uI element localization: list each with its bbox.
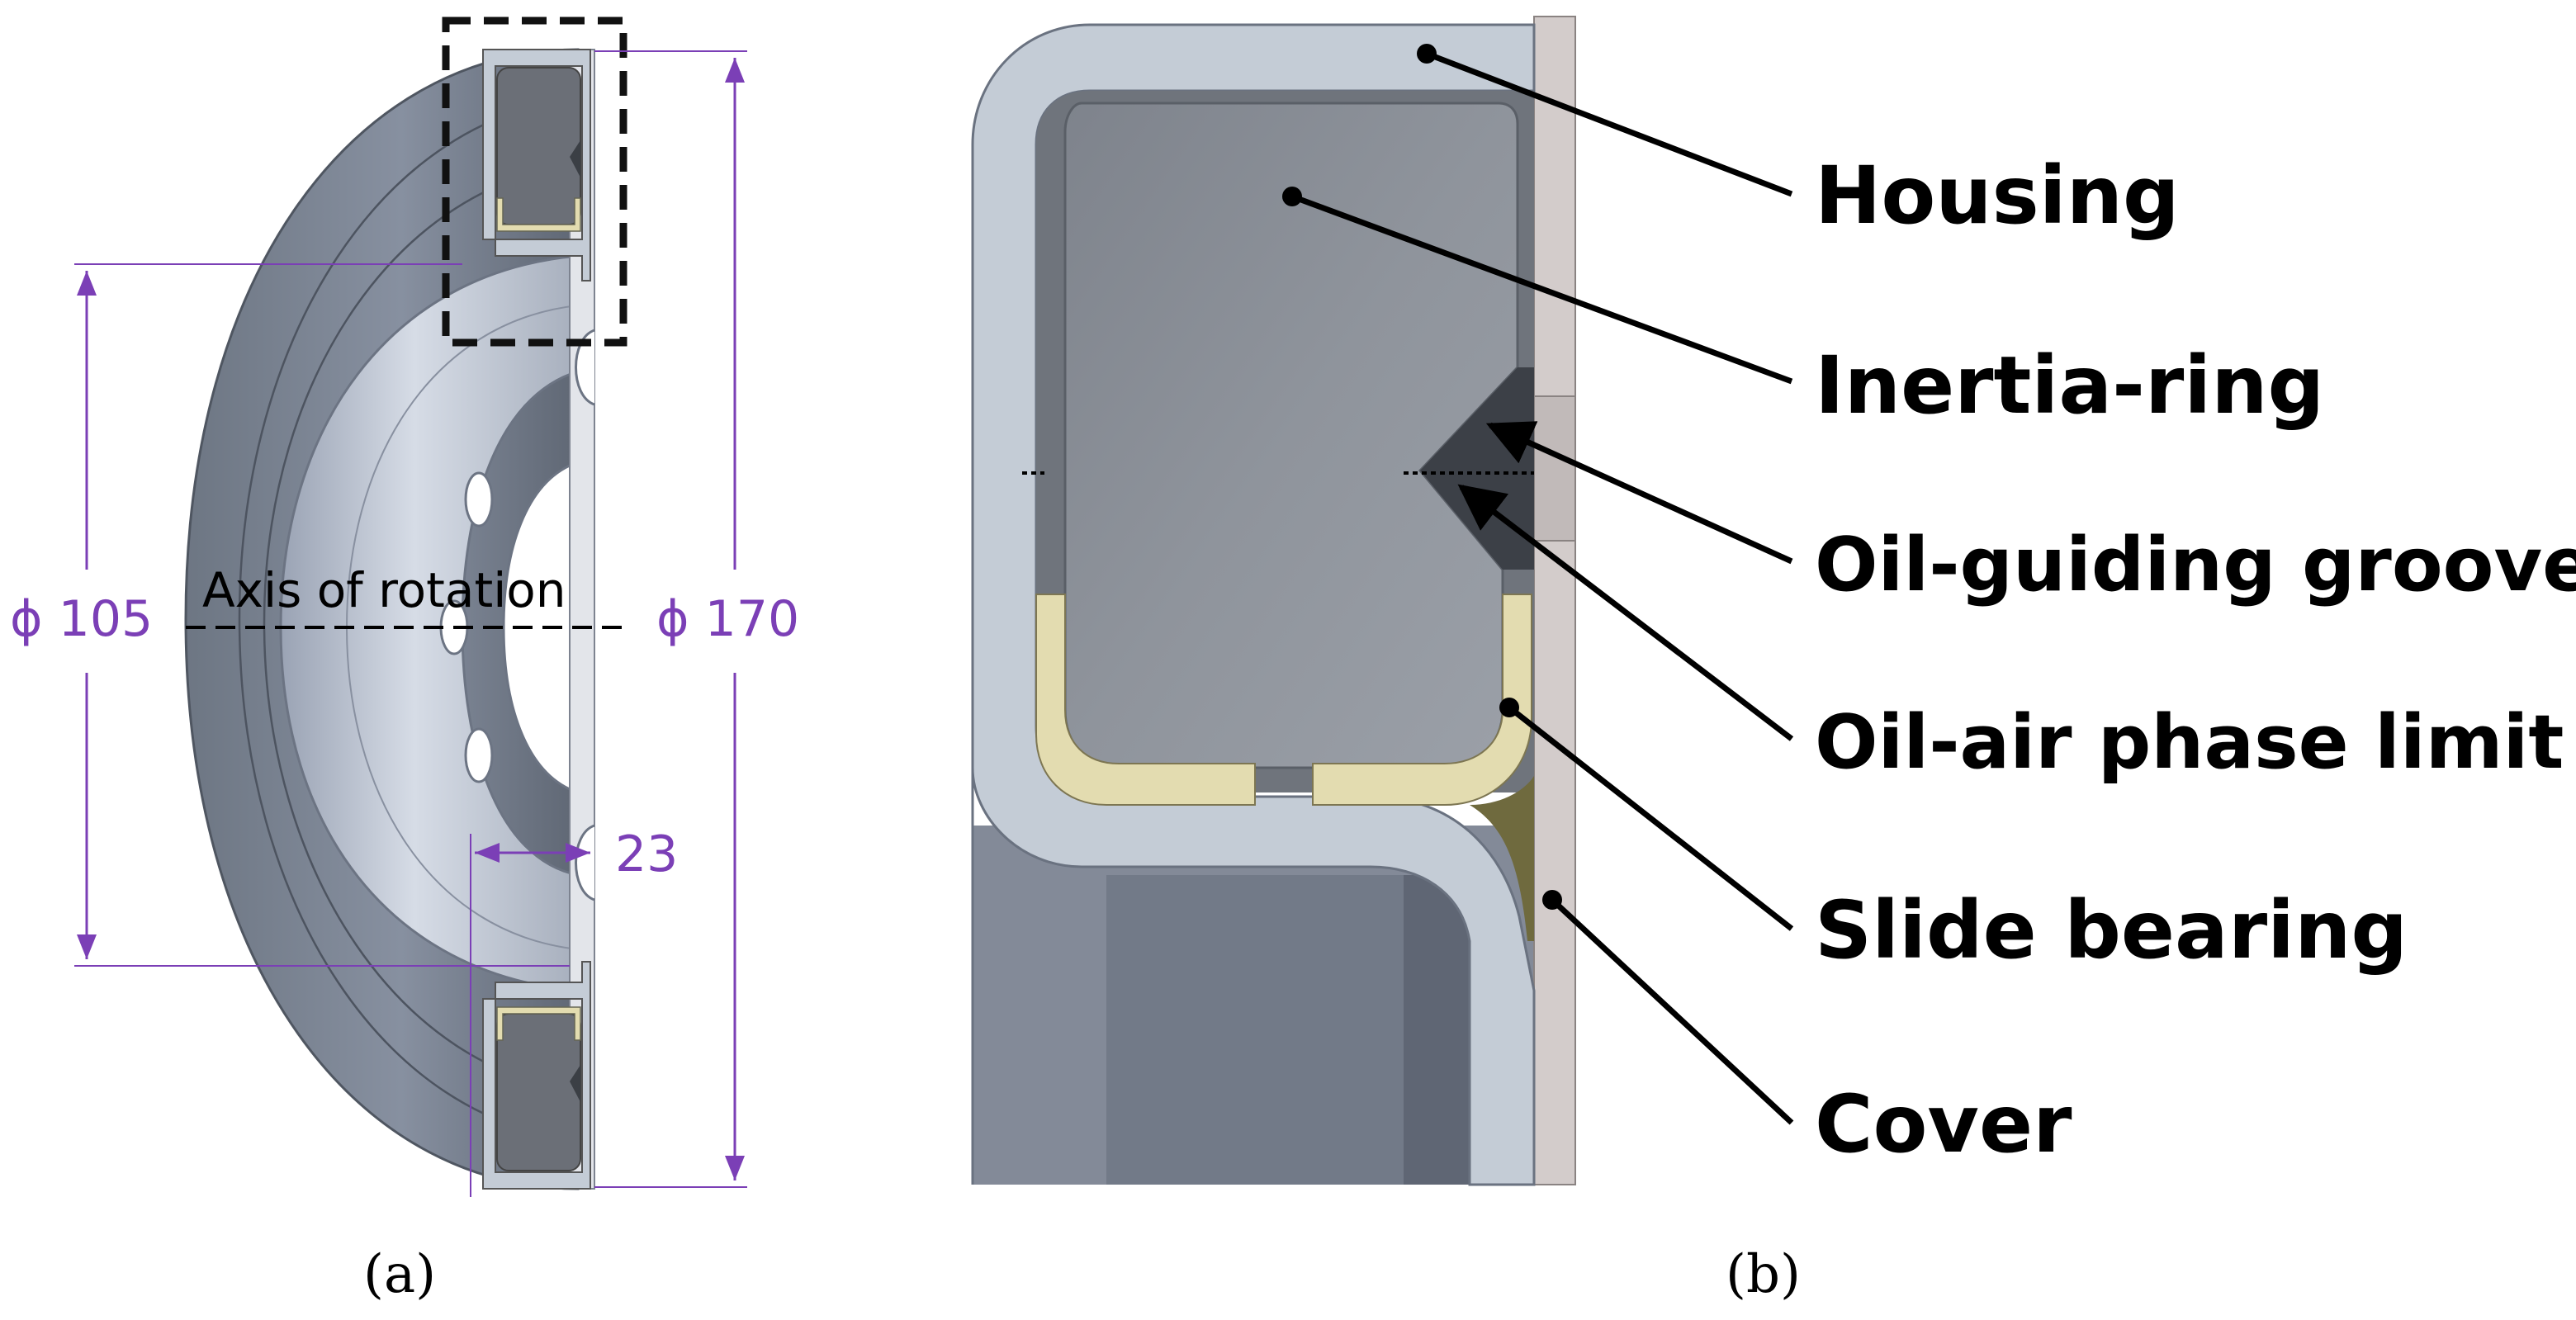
leader-cover (1550, 897, 1794, 1125)
hub-recess (1106, 875, 1404, 1185)
section-ring-bottom (496, 1013, 581, 1171)
bearing-fillet (1470, 776, 1534, 941)
section-housing-top (482, 49, 591, 282)
label-cover: Cover (1815, 1078, 2072, 1171)
slide-bearing (1035, 594, 1256, 806)
label-slide-bearing: Slide bearing (1815, 884, 2408, 977)
axis-label: Axis of rotation (202, 562, 566, 618)
label-inertia-ring: Inertia-ring (1815, 339, 2324, 432)
leader-inertia-ring (1290, 193, 1793, 385)
section-ring-top (496, 67, 581, 225)
section-groove-top (570, 140, 580, 177)
caption-a: (a) (363, 1244, 436, 1305)
section-bearing-top (496, 197, 581, 232)
contour-line (238, 97, 579, 1141)
panel-b: Housing Inertia-ring Oil-guiding groove … (971, 16, 2576, 1305)
dim-width-label: 23 (615, 826, 678, 883)
cover (1533, 16, 1576, 1185)
label-oil-air-phase-limit: Oil-air phase limit (1815, 699, 2564, 786)
bolt-hole (464, 727, 494, 783)
cut-notch (575, 329, 595, 406)
label-oil-guiding-groove: Oil-guiding groove (1815, 522, 2576, 608)
hub-shadow (1404, 875, 1470, 1185)
slide-bearing (1312, 594, 1532, 806)
section-bearing-bottom (496, 1006, 581, 1041)
leader-oil-air-limit (1457, 484, 1794, 741)
damper-face (279, 254, 580, 992)
dim-inner-label: ϕ 105 (10, 590, 153, 648)
section-groove-bottom (570, 1065, 580, 1102)
contour-line (263, 163, 579, 1091)
leader-oil-groove (1485, 421, 1793, 565)
bolt-hole (464, 471, 494, 528)
cover-slot (1533, 395, 1576, 542)
leader-housing (1425, 50, 1793, 197)
caption-b: (b) (1726, 1244, 1801, 1305)
panel-a: Axis of rotation ϕ 105 ϕ 170 23 (a) (10, 17, 799, 1305)
hub-bore (502, 460, 580, 795)
dim-outer-label: ϕ 170 (656, 590, 799, 648)
leader-slide-bearing (1507, 705, 1794, 931)
detail-box (442, 17, 627, 347)
label-housing: Housing (1815, 149, 2180, 242)
section-housing-bottom (482, 961, 591, 1190)
